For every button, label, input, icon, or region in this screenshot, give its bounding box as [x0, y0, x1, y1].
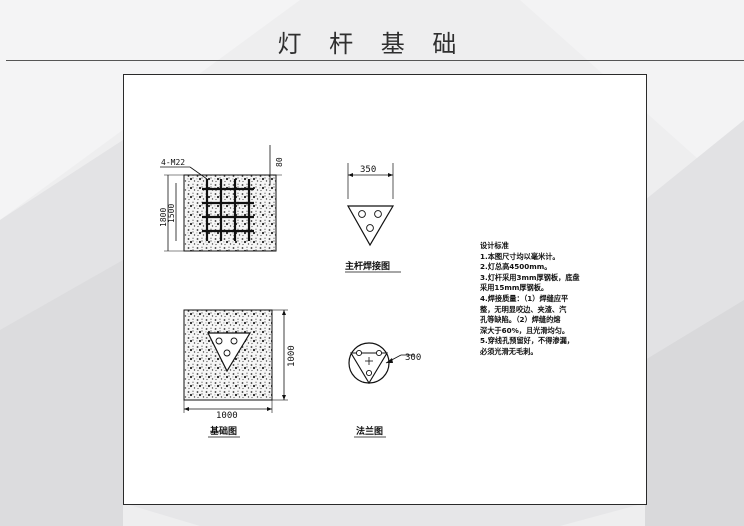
notes-line: 1.本图尺寸均以毫米计。: [480, 251, 560, 261]
foundation-caption: 基础图: [209, 425, 237, 437]
weld-hole: [366, 224, 374, 232]
foundation-height: 1000: [287, 345, 297, 367]
weld-plate-view: 350 主杆焊接图: [345, 163, 401, 273]
notes-line: 必须光滑无毛刺。: [480, 346, 538, 356]
plan-concrete-block: [183, 174, 277, 252]
notes-heading: 设计标准: [480, 241, 509, 250]
flange-triangle: [350, 352, 388, 385]
plan-view: 4-M22 1800 1500 80: [159, 145, 284, 252]
design-notes: 设计标准 1.本图尺寸均以毫米计。 2.灯总高4500mm。 3.灯杆采用3mm…: [480, 241, 620, 358]
foundation-view: 1000 1000 基础图: [183, 309, 297, 438]
weld-plate-caption: 主杆焊接图: [345, 260, 390, 272]
dim-height-inner: 1500: [167, 204, 176, 223]
dim-offset: 80: [275, 157, 284, 167]
notes-line: 4.焊接质量：（1）焊缝应平: [480, 293, 569, 303]
drawing-canvas: 4-M22 1800 1500 80 350 主杆焊接图: [159, 145, 421, 438]
dim-height-outer: 1800: [159, 208, 168, 227]
notes-line: 5.穿线孔预留好，不得渗漏，: [480, 336, 574, 346]
notes-line: 2.灯总高4500mm。: [480, 262, 552, 272]
page-title: 灯 杆 基 础: [277, 30, 467, 58]
flange-diameter: 300: [405, 353, 421, 363]
weld-hole: [374, 210, 382, 218]
weld-hole: [358, 210, 366, 218]
flange-caption: 法兰图: [356, 425, 383, 437]
weld-plate-width: 350: [360, 165, 376, 175]
notes-line: 采用15mm厚钢板。: [480, 283, 549, 293]
notes-line: 整，无明显咬边、夹渣、汽: [480, 304, 567, 314]
rebar-grid: [202, 179, 254, 241]
notes-line: 深大于60%，且光滑均匀。: [480, 325, 570, 335]
anchor-bolt-label: 4-M22: [161, 158, 185, 167]
notes-line: 孔等缺陷。（2）焊缝的熔: [480, 315, 561, 325]
title-divider: [6, 60, 744, 61]
flange-view: 300 法兰图: [348, 342, 421, 438]
notes-line: 3.灯杆采用3mm厚钢板，底盘: [480, 272, 580, 282]
foundation-width: 1000: [216, 411, 238, 421]
drawing-sheet: 4-M22 1800 1500 80 350 主杆焊接图: [123, 74, 647, 505]
